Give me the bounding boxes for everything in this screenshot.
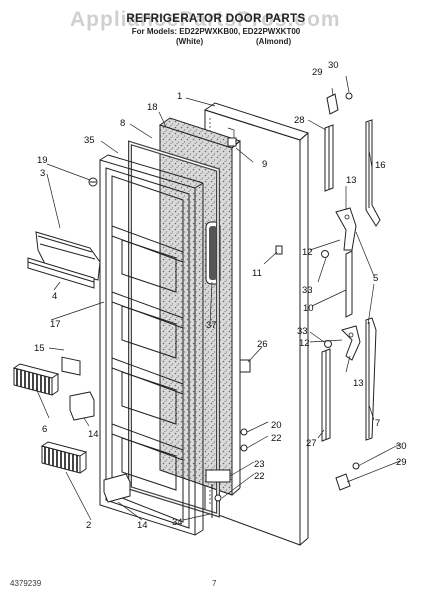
callout-18: 18 (147, 102, 158, 113)
callout-33-lower: 33 (297, 326, 308, 337)
trim-strip-10 (345, 250, 353, 318)
callout-labels: 1 18 8 35 19 3 9 11 29 30 28 16 13 12 5 … (34, 60, 407, 531)
hinge-29-30-bottom (335, 462, 360, 491)
callout-12-lower: 12 (299, 338, 310, 349)
screw-22-lower (214, 494, 222, 502)
clip-11 (275, 245, 283, 255)
callout-11: 11 (252, 268, 262, 279)
callout-13-upper: 13 (346, 175, 357, 186)
callout-14-lower: 14 (137, 520, 148, 531)
callout-30-bottom: 30 (396, 441, 407, 452)
screw-19 (88, 177, 98, 187)
callout-33-upper: 33 (302, 285, 313, 296)
screw-33-lower (324, 340, 332, 348)
color-white-label: (White) (176, 37, 204, 46)
trim-strip-28 (324, 124, 334, 192)
callout-1: 1 (177, 91, 182, 102)
callout-26: 26 (257, 339, 268, 350)
callout-2: 2 (86, 520, 91, 531)
door-liner (99, 154, 204, 536)
callout-8: 8 (120, 118, 125, 129)
screw-20 (240, 428, 248, 436)
callout-28: 28 (294, 115, 305, 126)
callout-16: 16 (375, 160, 386, 171)
trim-strip-16 (365, 119, 381, 227)
callout-29-bottom: 29 (396, 457, 407, 468)
door-insulation (158, 117, 241, 496)
handle-bracket-upper (335, 207, 357, 251)
callout-3: 3 (40, 168, 45, 179)
watermark: AppliancePartsPros.com (70, 8, 341, 31)
bracket-23 (205, 469, 231, 483)
clip-26 (239, 359, 251, 373)
page-number: 7 (212, 579, 217, 588)
grille-2 (40, 441, 88, 474)
callout-15: 15 (34, 343, 45, 354)
clip-9 (227, 137, 237, 147)
callout-30-top: 30 (328, 60, 339, 71)
callout-4: 4 (52, 291, 57, 302)
leader-lines (35, 75, 401, 521)
callout-34: 34 (172, 517, 183, 528)
callout-5: 5 (373, 273, 378, 284)
document-number: 4379239 (10, 579, 42, 588)
callout-22-upper: 22 (271, 433, 282, 444)
handle-bracket-lower (341, 325, 361, 361)
callout-17: 17 (50, 319, 61, 330)
dairy-door-cover (27, 231, 101, 289)
door-gasket (128, 140, 220, 518)
callout-35: 35 (84, 135, 95, 146)
callout-23: 23 (254, 459, 265, 470)
bin-end-14-lower (103, 473, 131, 503)
grille-6 (12, 363, 60, 396)
callout-13-lower: 13 (353, 378, 364, 389)
callout-19: 19 (37, 155, 48, 166)
callout-37: 37 (206, 320, 217, 331)
callout-27: 27 (306, 438, 317, 449)
trim-strip-7 (365, 317, 377, 441)
model-numbers: For Models: ED22PWXKB00, ED22PWXKT00 (131, 27, 301, 36)
screw-33-upper (321, 250, 329, 258)
diagram-title: REFRIGERATOR DOOR PARTS (126, 13, 306, 25)
hinge-29-30-top (326, 92, 353, 115)
screw-22-upper (240, 444, 248, 452)
callout-7: 7 (375, 418, 380, 429)
callout-22-lower: 22 (254, 471, 265, 482)
callout-29-top: 29 (312, 67, 323, 78)
callout-9: 9 (262, 159, 267, 170)
callout-12-upper: 12 (302, 247, 313, 258)
callout-6: 6 (42, 424, 47, 435)
trim-strip-27 (321, 348, 331, 442)
callout-10: 10 (303, 303, 314, 314)
callout-14-upper: 14 (88, 429, 99, 440)
color-almond-label: (Almond) (256, 37, 292, 46)
pad-15 (61, 356, 81, 376)
bin-end-14-upper (69, 391, 95, 421)
callout-20: 20 (271, 420, 282, 431)
